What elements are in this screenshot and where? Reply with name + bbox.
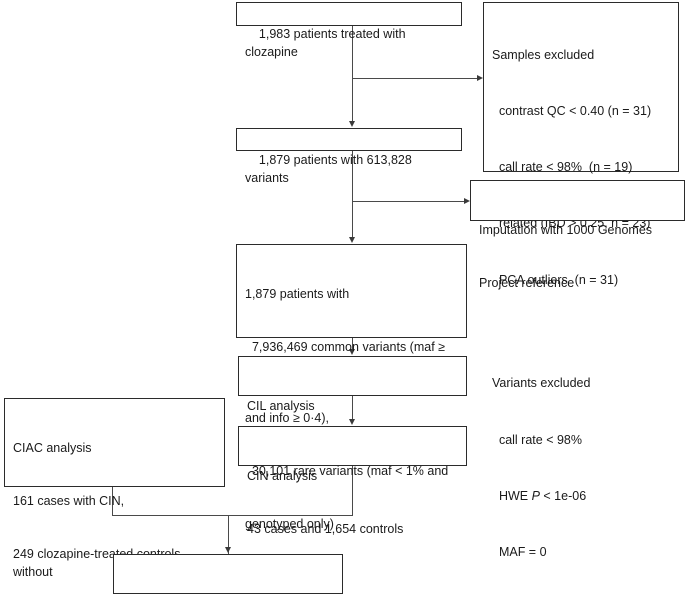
exclusion-line-7: Variants excluded [492, 376, 591, 391]
node-qc-passed[interactable]: 1,879 patients with 613,828 variants [236, 128, 462, 185]
connector-cin-to-merge [352, 466, 354, 516]
ciac-analysis-line-2: 161 cases with CIN, [13, 493, 125, 508]
hwe-label: HWE [492, 488, 532, 503]
connector-merge-bar [112, 515, 353, 517]
connector-postimputation-to-cil [352, 338, 354, 350]
post-imputation-line-1: 1,879 patients with [245, 286, 350, 301]
connector-cohort-to-qc [352, 25, 354, 122]
post-imputation-line-3: and info ≥ 0·4), [245, 410, 329, 425]
exclusion-line-10: MAF = 0 [492, 545, 547, 559]
arrow-postimputation-to-cil [348, 349, 355, 355]
node-cin-analysis[interactable]: CIN analysis 43 cases and 1,654 controls [238, 426, 467, 536]
cohort-start-text: 1,983 patients treated with clozapine [245, 26, 410, 59]
node-trans-ancestry[interactable]: Trans-ancestry analysis 205 cases and 2,… [113, 554, 343, 594]
post-imputation-line-4: 30,101 rare variants (maf < 1% and [245, 464, 449, 478]
exclusion-line-1: Samples excluded [492, 47, 595, 62]
connector-qc-to-postimputation [352, 151, 354, 238]
connector-merge-to-transancestry [228, 515, 230, 554]
exclusion-line-3: call rate < 98% (n = 19) [492, 160, 633, 174]
connector-to-imputation [352, 201, 464, 203]
arrow-cohort-to-qc [348, 121, 355, 127]
node-samples-variants-excluded[interactable]: Samples excluded contrast QC < 0.40 (n =… [483, 2, 679, 559]
connector-ciac-to-merge [112, 487, 114, 516]
cin-analysis-line-2: 43 cases and 1,654 controls [247, 521, 404, 536]
hwe-p-symbol: P [531, 488, 540, 503]
node-post-imputation[interactable]: 1,879 patients with 7,936,469 common var… [236, 244, 467, 531]
arrow-to-imputation [464, 197, 470, 204]
connector-qc-to-exclusions [352, 78, 477, 80]
exclusion-line-8: call rate < 98% [492, 432, 582, 447]
ciac-analysis-line-1: CIAC analysis [13, 440, 92, 455]
imputation-line-2: Project reference [479, 275, 575, 290]
exclusion-line-5: PCA outliers (n = 31) [492, 272, 619, 287]
post-imputation-line-5: genotyped only) [245, 517, 334, 532]
node-ciac-analysis[interactable]: CIAC analysis 161 cases with CIN, 249 cl… [4, 398, 225, 579]
arrow-qc-to-postimputation [348, 237, 355, 243]
qc-passed-text: 1,879 patients with 613,828 variants [245, 152, 416, 185]
exclusion-line-2: contrast QC < 0.40 (n = 31) [492, 103, 652, 118]
exclusion-spacer [492, 327, 671, 337]
imputation-line-1: Imputation with 1000 Genomes [479, 222, 653, 237]
node-cohort-start[interactable]: 1,983 patients treated with clozapine [236, 2, 462, 59]
node-cil-analysis[interactable]: CIL analysis 225 cases and 1,654 control… [238, 356, 467, 466]
node-imputation[interactable]: Imputation with 1000 Genomes Project ref… [470, 180, 685, 290]
arrow-qc-to-exclusions [477, 74, 483, 81]
hwe-threshold: < 1e-06 [539, 488, 587, 503]
cin-analysis-line-1: CIN analysis [247, 468, 318, 483]
arrow-cil-to-cin [348, 419, 355, 425]
arrow-merge-to-transancestry [224, 547, 231, 553]
cil-analysis-line-1: CIL analysis [247, 398, 315, 413]
exclusion-line-9: HWE P < 1e-06 [492, 487, 671, 506]
connector-cil-to-cin [352, 396, 354, 420]
